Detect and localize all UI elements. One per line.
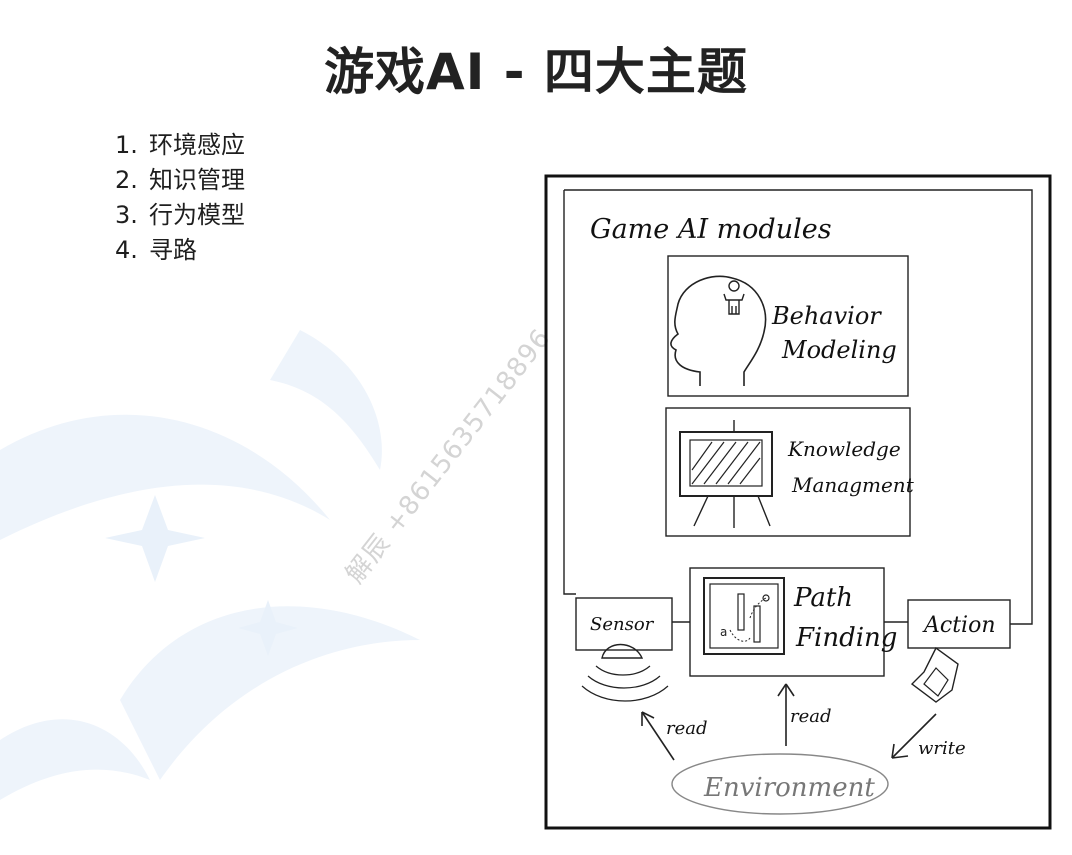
action-icon <box>910 646 959 703</box>
topic-label: 寻路 <box>149 236 197 264</box>
topic-item: 3. 行为模型 <box>115 198 245 233</box>
sensor-icon <box>601 643 644 659</box>
topic-number: 2. <box>115 166 138 194</box>
loop-line-left <box>563 190 576 595</box>
knowledge-label-2: Managment <box>791 473 915 497</box>
topic-list: 1. 环境感应 2. 知识管理 3. 行为模型 4. 寻路 <box>115 128 245 268</box>
topic-item: 2. 知识管理 <box>115 163 245 198</box>
read-label-left: read <box>666 718 708 739</box>
topic-number: 4. <box>115 236 138 264</box>
action-label: Action <box>922 613 996 638</box>
sensor-label: Sensor <box>590 614 655 635</box>
topic-label: 行为模型 <box>149 201 245 229</box>
svg-text:a: a <box>720 625 727 639</box>
environment-ellipse <box>671 753 889 815</box>
topic-item: 4. 寻路 <box>115 233 245 268</box>
read-arrow-left <box>641 711 675 761</box>
head-icon <box>670 275 767 386</box>
watermark: 解辰 +8615635718896 <box>340 323 558 590</box>
loop-line-right <box>564 189 1033 625</box>
topic-label: 环境感应 <box>149 131 245 159</box>
pathfinding-label-2: Finding <box>795 623 897 653</box>
map-icon <box>703 577 785 655</box>
action-box <box>907 599 1011 649</box>
topic-number: 3. <box>115 201 138 229</box>
topic-number: 1. <box>115 131 138 159</box>
easel-icon <box>679 431 773 497</box>
diagram-heading: Game AI modules <box>590 214 832 245</box>
sensor-box <box>575 597 673 651</box>
behavior-label-1: Behavior <box>771 302 882 330</box>
behavior-box <box>667 255 909 397</box>
environment-label: Environment <box>703 773 875 803</box>
pathfinding-label-1: Path <box>793 583 853 613</box>
write-arrow <box>891 713 937 759</box>
behavior-label-2: Modeling <box>781 336 897 364</box>
knowledge-box <box>665 407 911 537</box>
write-label: write <box>918 738 966 759</box>
game-ai-modules-diagram: Game AI modules Behavior Modeling Knowle… <box>544 174 1052 830</box>
topic-label: 知识管理 <box>149 166 245 194</box>
read-label-center: read <box>790 706 832 727</box>
topic-item: 1. 环境感应 <box>115 128 245 163</box>
diagram-frame <box>544 174 1052 830</box>
slide-title: 游戏AI - 四大主题 <box>324 43 748 101</box>
figure-icon <box>728 280 740 292</box>
knowledge-label-1: Knowledge <box>787 437 901 461</box>
